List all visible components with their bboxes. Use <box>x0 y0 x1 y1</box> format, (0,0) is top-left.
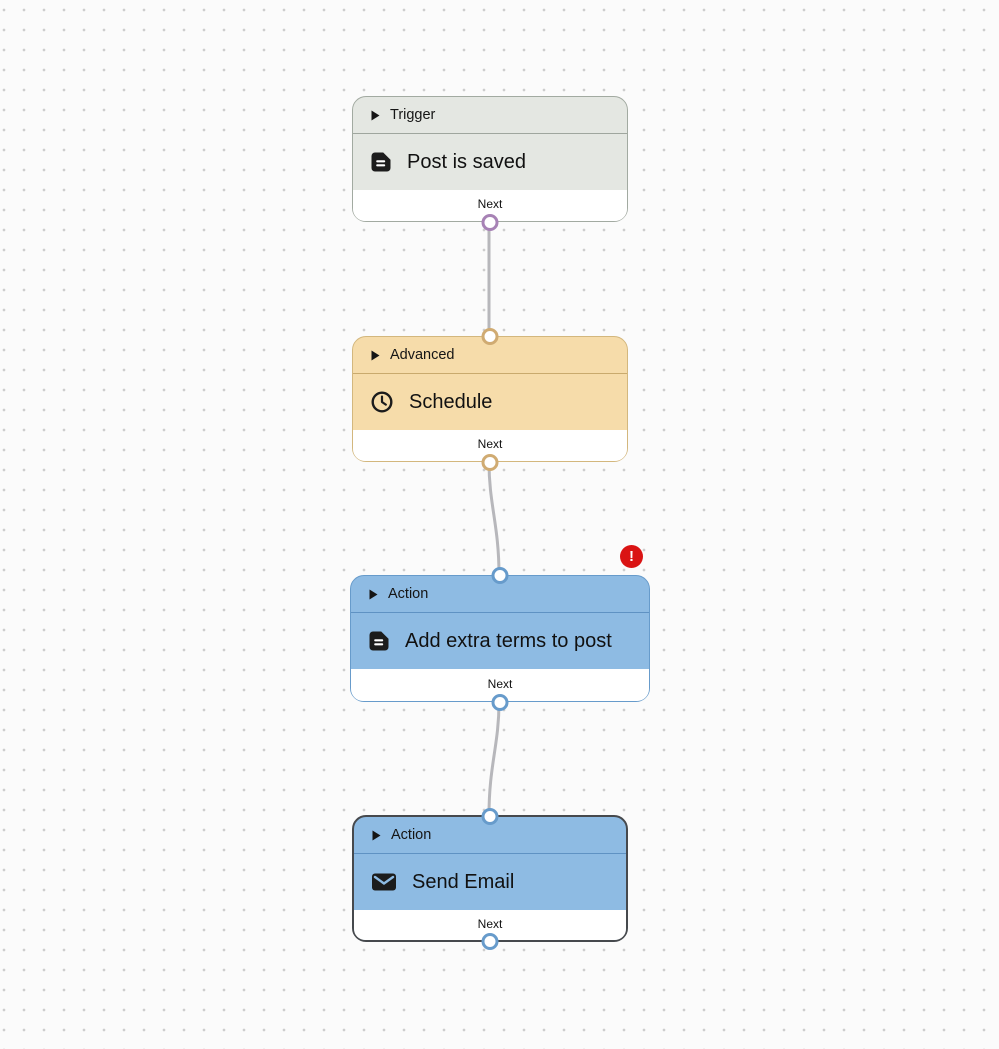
input-port[interactable] <box>481 807 499 825</box>
expand-triangle-icon <box>371 350 380 361</box>
document-icon <box>370 151 392 173</box>
output-port-next[interactable] <box>491 693 509 711</box>
next-label: Next <box>477 916 503 931</box>
input-port[interactable] <box>481 327 499 345</box>
node-body: Add extra terms to post <box>351 613 649 669</box>
node-header[interactable]: Action <box>351 576 649 613</box>
node-type-label: Trigger <box>390 107 436 123</box>
node-type-label: Action <box>388 586 429 602</box>
node-title: Add extra terms to post <box>405 629 612 652</box>
output-port-next[interactable] <box>481 453 499 471</box>
next-label: Next <box>487 676 513 691</box>
node-body: Post is saved <box>353 134 627 190</box>
clock-icon <box>370 390 394 414</box>
node-header[interactable]: Advanced <box>353 337 627 374</box>
node-action-send-email[interactable]: Action Send Email Next <box>352 807 628 950</box>
error-badge[interactable]: ! <box>620 545 643 568</box>
output-port-next[interactable] <box>481 932 499 950</box>
next-label: Next <box>477 437 503 451</box>
node-title: Send Email <box>412 870 515 893</box>
expand-triangle-icon <box>371 110 380 121</box>
node-advanced-schedule[interactable]: Advanced Schedule Next <box>352 327 628 471</box>
node-body: Send Email <box>354 854 626 910</box>
mail-icon <box>371 871 397 893</box>
edge-schedule-to-add-terms[interactable] <box>487 460 501 577</box>
edge-add-terms-to-send-email[interactable] <box>487 700 501 817</box>
node-title: Schedule <box>409 390 493 413</box>
next-label: Next <box>477 197 503 211</box>
expand-triangle-icon <box>372 830 381 841</box>
node-header[interactable]: Action <box>354 817 626 854</box>
node-header[interactable]: Trigger <box>353 97 627 134</box>
node-type-label: Advanced <box>390 347 455 363</box>
node-action-add-extra-terms[interactable]: Action Add extra terms to post Next <box>350 566 650 711</box>
input-port[interactable] <box>491 566 509 584</box>
node-title: Post is saved <box>407 150 526 173</box>
node-trigger-post-is-saved[interactable]: Trigger Post is saved Next <box>352 96 628 231</box>
node-body: Schedule <box>353 374 627 430</box>
error-badge-symbol: ! <box>629 548 634 565</box>
output-port-next[interactable] <box>481 213 499 231</box>
node-type-label: Action <box>391 827 432 843</box>
expand-triangle-icon <box>369 589 378 600</box>
document-icon <box>368 630 390 652</box>
